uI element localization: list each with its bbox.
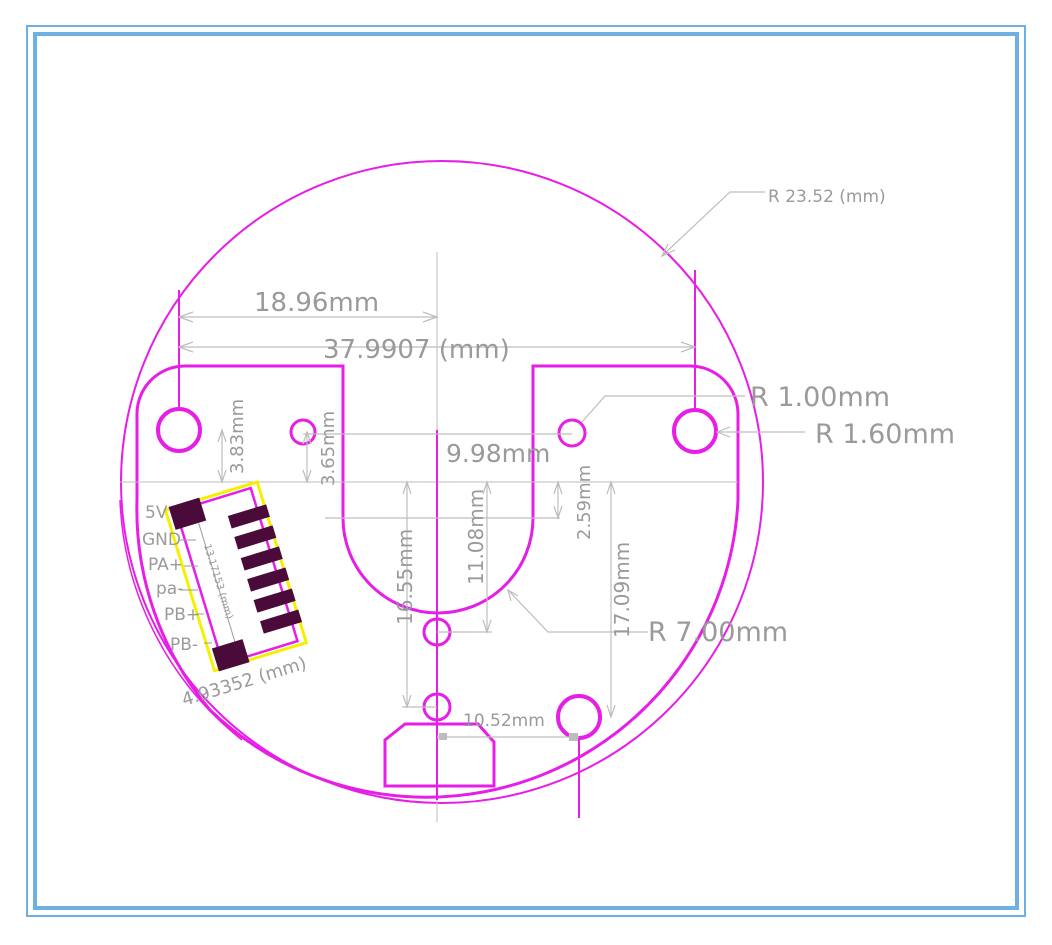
slot-inner-line (119, 499, 243, 741)
label-18-96: 18.96mm (254, 288, 379, 318)
connector-component (163, 480, 309, 673)
pad-2 (234, 525, 277, 550)
pad-5 (253, 588, 296, 613)
frame-inner-border (33, 32, 1019, 910)
frame-outer-border (26, 25, 1026, 917)
pin-label-leaders (180, 539, 212, 644)
label-r-1-00: R 1.00mm (750, 382, 890, 413)
label-37-99: 37.9907 (mm) (323, 335, 510, 365)
label-2-59: 2.59mm (574, 465, 595, 540)
label-11-08: 11.08mm (464, 489, 488, 585)
pad-top-anchor (168, 497, 207, 530)
label-9-98: 9.98mm (446, 439, 550, 468)
pin-label-pa-minus: pa- (156, 579, 183, 599)
pad-4 (247, 567, 290, 592)
pin-label-pa-plus: PA+ (148, 555, 183, 575)
pin-label-pb-minus: PB- (170, 635, 198, 655)
board-outline (135, 364, 740, 799)
label-r-23-52: R 23.52 (mm) (768, 187, 886, 207)
pad-3 (240, 546, 283, 571)
label-r-1-60: R 1.60mm (815, 419, 955, 450)
component-body-outline (174, 486, 300, 666)
pin-label-5v: 5V (145, 503, 168, 523)
pad-6 (260, 609, 303, 634)
small-hole-right (557, 418, 587, 448)
pin-label-gnd: GND (142, 530, 181, 550)
pin-label-pb-plus: PB+ (164, 605, 200, 625)
label-3-65: 3.65mm (318, 411, 339, 486)
pad-1 (227, 504, 270, 529)
label-r-7-00: R 7.00mm (648, 617, 788, 648)
label-17-09: 17.09mm (610, 542, 634, 638)
bottom-connector-outline (383, 722, 496, 788)
label-3-83: 3.83mm (227, 399, 248, 474)
dim-13-line (198, 522, 236, 642)
dimension-lines (177, 191, 805, 738)
big-hole-left (156, 407, 202, 453)
big-hole-right (672, 408, 718, 454)
small-hole-left (289, 418, 317, 446)
pad-bottom-anchor (211, 639, 250, 672)
label-16-55: 16.55mm (393, 529, 417, 625)
label-10-52: 10.52mm (463, 711, 545, 731)
hole-right-low (556, 694, 602, 740)
